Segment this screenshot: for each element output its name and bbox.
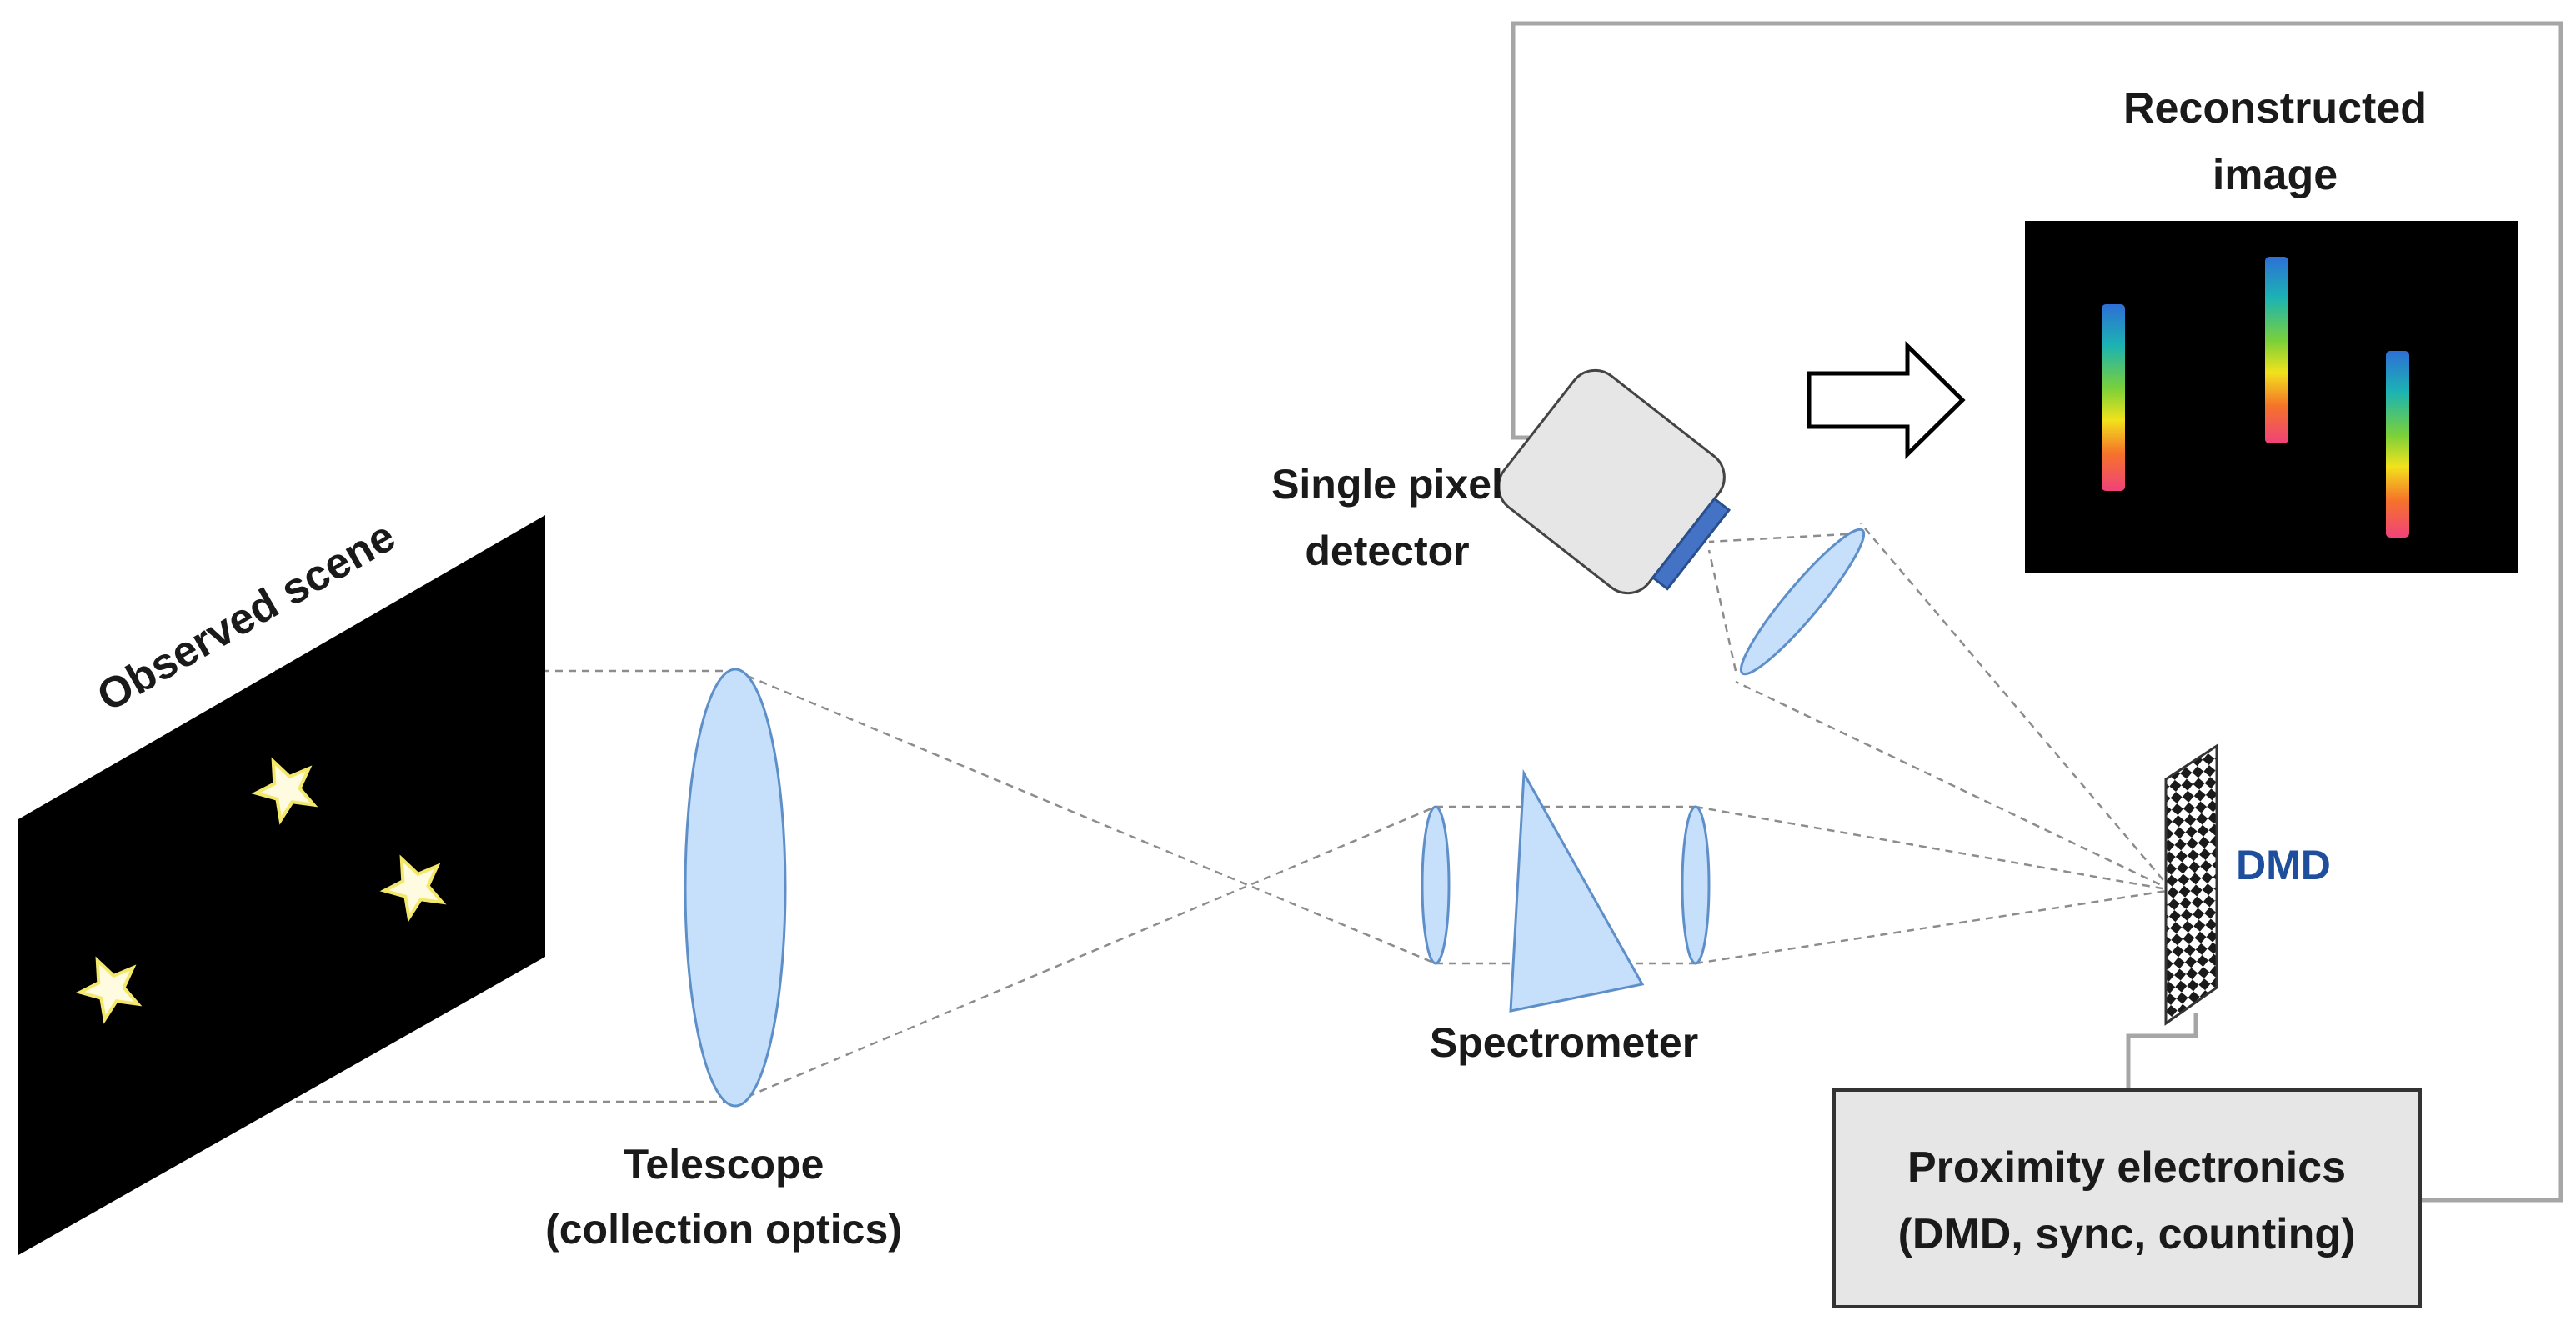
ray-telescope-top-cross xyxy=(734,669,1436,965)
ray-telescope-bottom-cross xyxy=(734,805,1436,1103)
reconstructed-image: Reconstructed image xyxy=(2025,84,2518,573)
wire-dmd-to-electronics xyxy=(2126,1013,2198,1090)
spectrometer-label: Spectrometer xyxy=(1430,1019,1698,1066)
ray-dmd-to-lens-bottom xyxy=(1735,680,2173,892)
spectral-streak xyxy=(2265,257,2288,443)
proximity-electronics: Proximity electronics (DMD, sync, counti… xyxy=(1832,1088,2422,1308)
telescope: Telescope (collection optics) xyxy=(545,668,902,1253)
ray-lens-to-detector-bottom xyxy=(1707,549,1737,672)
observed-scene: Observed scene xyxy=(18,512,545,1255)
telescope-lens xyxy=(684,668,787,1108)
reconstructed-label-line1: Reconstructed xyxy=(2123,84,2427,133)
detector-label-line2: detector xyxy=(1305,528,1469,574)
output-arrow-icon xyxy=(1807,341,1966,459)
ray-to-dmd-bottom xyxy=(1695,888,2173,965)
electronics-label-line1: Proximity electronics xyxy=(1907,1143,2346,1192)
spectral-streak xyxy=(2102,304,2125,491)
control-wiring xyxy=(1511,21,2563,1203)
spectrometer: Spectrometer xyxy=(1421,768,1711,1066)
telescope-label-line1: Telescope xyxy=(624,1141,824,1188)
ray-lens-to-detector-top xyxy=(1708,532,1862,543)
electronics-box xyxy=(1832,1088,2422,1308)
star-icon xyxy=(379,854,447,923)
detector-focusing-lens xyxy=(1739,528,1866,676)
spectral-streak xyxy=(2386,351,2409,538)
ray-dmd-to-lens-top xyxy=(1860,523,2173,891)
single-pixel-detector: Single pixel detector xyxy=(1271,368,1866,676)
detector-body xyxy=(1497,368,1732,595)
ray-to-dmd-top xyxy=(1695,805,2173,892)
star-icon xyxy=(75,956,143,1024)
light-rays xyxy=(275,523,2173,1103)
detector-sensor xyxy=(1651,497,1732,591)
spectrometer-lens-out xyxy=(1681,805,1711,965)
detector-label-line1: Single pixel xyxy=(1271,461,1503,508)
spectrometer-lens-in xyxy=(1421,805,1451,965)
scene-panel xyxy=(18,515,545,1255)
telescope-label-line2: (collection optics) xyxy=(545,1206,902,1253)
dmd: DMD xyxy=(2164,743,2331,1026)
star-icon xyxy=(251,757,318,825)
dmd-mirror-array xyxy=(2164,743,2218,1026)
prism xyxy=(1509,768,1645,1013)
wire-detector-to-electronics xyxy=(1511,21,2563,1203)
dmd-label: DMD xyxy=(2236,842,2331,888)
reconstructed-label-line2: image xyxy=(2213,151,2338,199)
electronics-label-line2: (DMD, sync, counting) xyxy=(1898,1210,2356,1258)
